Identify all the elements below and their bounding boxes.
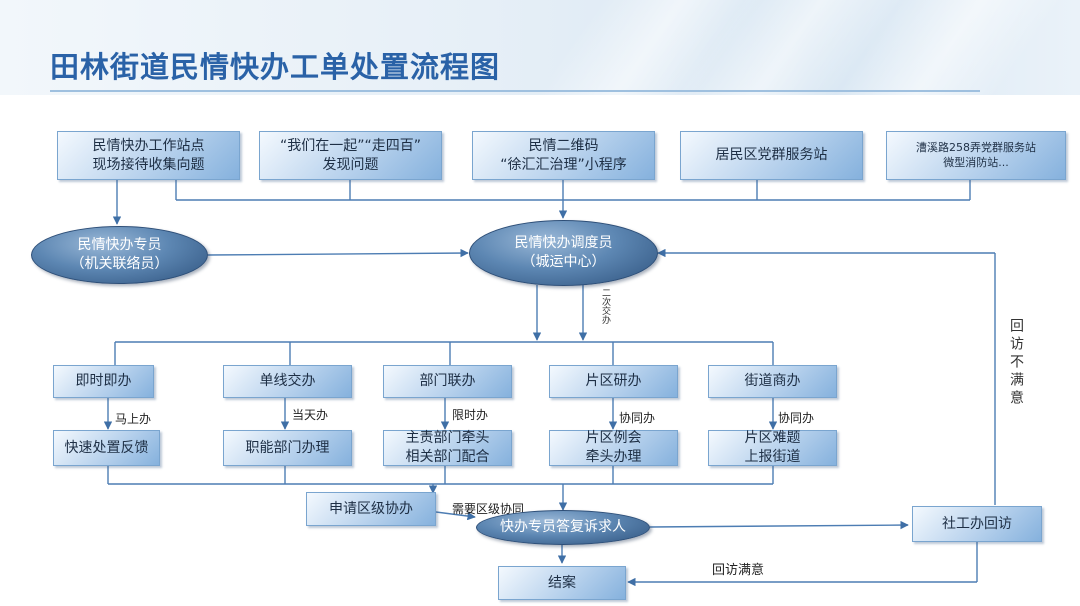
result-functional-dept: 职能部门办理 [223, 430, 352, 466]
edge-label-area-coop: 协同办 [619, 411, 656, 425]
source-qr-miniprogram: 民情二维码“徐汇汇治理”小程序 [472, 131, 655, 180]
edge-label-street-coop: 协同办 [778, 411, 815, 425]
source-together-patrol: “我们在一起”“走四百”发现问题 [259, 131, 442, 180]
result-escalate-street: 片区难题上报街道 [708, 430, 837, 466]
result-fast-feedback: 快速处置反馈 [53, 430, 160, 466]
edge-label-time-limited: 限时办 [452, 408, 489, 422]
reply-oval: 快办专员答复诉求人 [476, 510, 650, 545]
result-area-meeting: 片区例会牵头办理 [549, 430, 678, 466]
district-edge-label: 需要区级协同 [452, 502, 525, 516]
branch-single-line: 单线交办 [223, 365, 352, 398]
title-underline [50, 90, 980, 92]
liaison-oval: 民情快办专员（机关联络员） [31, 226, 208, 284]
branch-department-joint: 部门联办 [383, 365, 512, 398]
branch-street-consult: 街道商办 [708, 365, 837, 398]
page-title: 田林街道民情快办工单处置流程图 [50, 50, 501, 84]
satisfied-label: 回访满意 [712, 563, 765, 578]
edge-label-same-day: 当天办 [292, 408, 329, 422]
source-caoxi-station: 漕溪路258弄党群服务站微型消防站... [886, 131, 1066, 180]
second-assign-label: 二次交办 [600, 288, 610, 324]
result-lead-dept: 主责部门牵头相关部门配合 [383, 430, 512, 466]
edge-label-immediate: 马上办 [115, 412, 152, 426]
branch-immediate: 即时即办 [53, 365, 154, 398]
source-community-station: 居民区党群服务站 [680, 131, 863, 180]
branch-area-study: 片区研办 [549, 365, 678, 398]
dispatcher-oval: 民情快办调度员（城运中心） [469, 220, 658, 286]
header-band [0, 0, 1080, 95]
unsatisfied-label: 回访不满意 [1008, 318, 1024, 408]
district-assist-box: 申请区级协办 [306, 492, 436, 526]
close-case-box: 结案 [498, 566, 626, 600]
source-service-point: 民情快办工作站点现场接待收集向题 [57, 131, 240, 180]
revisit-box: 社工办回访 [912, 506, 1042, 542]
